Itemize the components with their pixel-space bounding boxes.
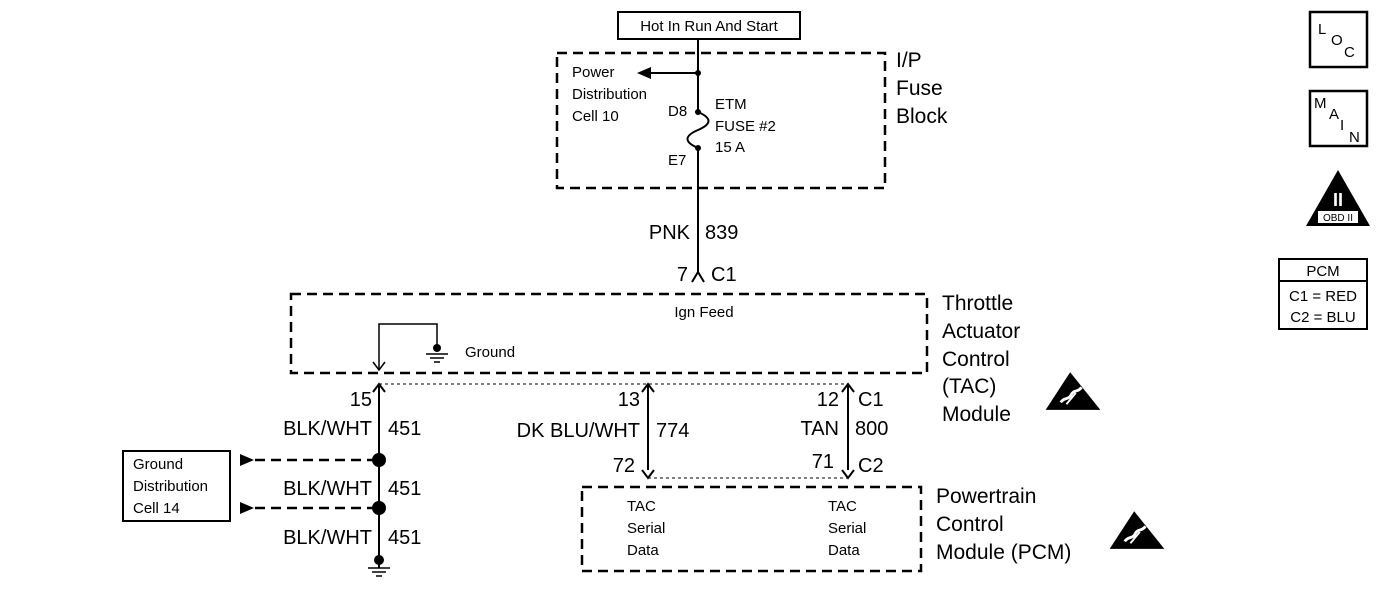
fuse-pin-in: D8 — [668, 103, 687, 120]
pcm-data-a-3: Data — [627, 542, 659, 559]
pcm-legend-row-2: C2 = BLU — [1290, 309, 1355, 326]
pcm-data-b-1: TAC — [828, 498, 857, 515]
ground-distribution-2: Distribution — [133, 478, 208, 495]
ground-seg1-color: BLK/WHT — [283, 478, 372, 500]
esd-warning-icon — [1044, 370, 1102, 412]
loc-letter-1: L — [1318, 21, 1326, 38]
wire-839-color: PNK — [649, 222, 691, 244]
fuse-block-name-2: Fuse — [896, 77, 943, 100]
obd-numeral: II — [1333, 190, 1343, 210]
pcm-module-outline — [580, 485, 923, 573]
arrow-icon — [637, 67, 651, 79]
ground-wire-pin: 15 — [350, 389, 372, 411]
tac-ground-label: Ground — [465, 344, 515, 361]
fuse-label-3: 15 A — [715, 139, 745, 156]
pcm-data-a-1: TAC — [627, 498, 656, 515]
tac-ign-feed: Ign Feed — [674, 304, 733, 321]
obd-icon[interactable]: II OBD II — [1306, 170, 1370, 226]
arrow-icon — [240, 454, 254, 466]
loc-icon[interactable]: L O C — [1308, 10, 1369, 69]
ground-wire-circuit: 451 — [388, 418, 421, 440]
tac-name-3: Control — [942, 348, 1010, 371]
main-letter-4: N — [1349, 129, 1360, 146]
pcm-data-b-2: Serial — [828, 520, 866, 537]
fuse-pin-out: E7 — [668, 152, 686, 169]
power-distribution-1: Power — [572, 64, 615, 81]
pcm-name-2: Control — [936, 513, 1004, 536]
serial-b-pin-bottom: 71 — [812, 451, 834, 473]
fuse-label-2: FUSE #2 — [715, 118, 776, 135]
tac-c1-pin: 7 — [677, 264, 688, 286]
loc-letter-3: C — [1344, 44, 1355, 61]
tac-name-4: (TAC) — [942, 375, 996, 398]
ground-seg1-circuit: 451 — [388, 478, 421, 500]
pcm-legend-title: PCM — [1306, 263, 1339, 280]
ground-distribution-box — [122, 450, 231, 522]
fuse-label-1: ETM — [715, 96, 747, 113]
serial-b-connector-top: C1 — [858, 389, 884, 411]
power-source-label: Hot In Run And Start — [640, 18, 778, 35]
loc-letter-2: O — [1331, 32, 1343, 49]
arrow-icon — [240, 502, 254, 514]
fuse-block-name-3: Block — [896, 105, 948, 128]
tac-name-1: Throttle — [942, 292, 1013, 315]
pcm-legend-row-1: C1 = RED — [1289, 288, 1357, 305]
tac-module-outline — [289, 292, 929, 375]
ground-symbol-icon — [368, 555, 390, 577]
serial-a-pin-bottom: 72 — [613, 455, 635, 477]
pcm-data-b-3: Data — [828, 542, 860, 559]
pcm-name-1: Powertrain — [936, 485, 1036, 508]
wire-839-circuit: 839 — [705, 222, 738, 244]
esd-warning-icon — [1107, 509, 1167, 551]
serial-a-pin-top: 13 — [618, 389, 640, 411]
serial-b-color: TAN — [800, 418, 839, 440]
ground-seg2-circuit: 451 — [388, 527, 421, 549]
main-icon[interactable]: M A I N — [1308, 89, 1369, 148]
pcm-legend: PCM C1 = RED C2 = BLU — [1278, 258, 1368, 330]
tac-name-2: Actuator — [942, 320, 1020, 343]
tac-name-5: Module — [942, 403, 1011, 426]
serial-b-circuit: 800 — [855, 418, 888, 440]
serial-a-color: DK BLU/WHT — [517, 420, 640, 442]
main-letter-2: A — [1329, 106, 1339, 123]
obd-label: OBD II — [1323, 213, 1353, 224]
ground-wire-color: BLK/WHT — [283, 418, 372, 440]
power-distribution-2: Distribution — [572, 86, 647, 103]
pcm-name-3: Module (PCM) — [936, 541, 1071, 564]
main-letter-1: M — [1314, 95, 1327, 112]
power-distribution-3: Cell 10 — [572, 108, 619, 125]
fuse-block-name-1: I/P — [896, 49, 922, 72]
connector-c1-symbol — [691, 270, 705, 283]
ground-symbol-icon — [426, 344, 448, 363]
fuse-icon — [686, 111, 710, 149]
pcm-data-a-2: Serial — [627, 520, 665, 537]
serial-b-connector-bottom: C2 — [858, 455, 884, 477]
tac-c1-connector: C1 — [711, 264, 737, 286]
serial-a-circuit: 774 — [656, 420, 689, 442]
main-letter-3: I — [1340, 117, 1344, 134]
serial-b-pin-top: 12 — [817, 389, 839, 411]
fuse-block-outline — [555, 51, 887, 190]
ground-distribution-1: Ground — [133, 456, 183, 473]
power-source-box: Hot In Run And Start — [617, 11, 801, 40]
ground-distribution-3: Cell 14 — [133, 500, 180, 517]
ground-seg2-color: BLK/WHT — [283, 527, 372, 549]
